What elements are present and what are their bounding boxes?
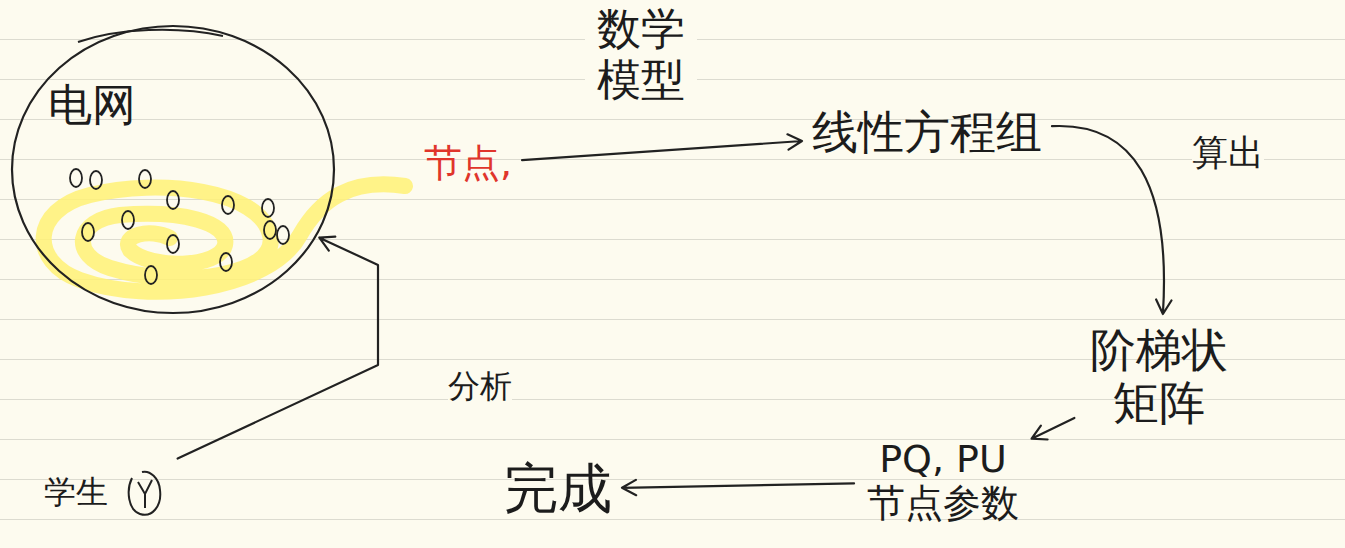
node-note: 节点, xyxy=(418,136,518,192)
grid-outline xyxy=(8,22,338,317)
edge-label: 分析 xyxy=(448,368,512,405)
node-text: 电网 xyxy=(48,80,136,131)
node-text: 学生 xyxy=(44,474,108,511)
step-text: 线性方程组 xyxy=(806,100,1048,165)
flow-arrow xyxy=(522,134,802,160)
node-text: 完成 xyxy=(504,458,612,520)
grid-circle: 电网 xyxy=(8,22,338,317)
flow-arrow xyxy=(1052,126,1171,314)
node-text: 线性方程组 xyxy=(812,106,1042,159)
step-text: 阶梯状 矩阵 xyxy=(1078,318,1240,436)
person-doodle xyxy=(122,464,168,520)
edge-label: 算出 xyxy=(1192,132,1264,173)
node-text: PQ, PU 节点参数 xyxy=(864,438,1022,525)
flow-arrow xyxy=(1032,418,1075,440)
edge-label: 数学 模型 xyxy=(585,4,697,105)
flow-arrow xyxy=(622,480,854,495)
student-figure: 学生 xyxy=(38,458,174,526)
node-text: 阶梯状 矩阵 xyxy=(1084,324,1234,430)
step-text: PQ, PU 节点参数 xyxy=(858,432,1028,531)
step-text: 完成 xyxy=(498,452,618,526)
node-text: 节点, xyxy=(424,142,512,186)
